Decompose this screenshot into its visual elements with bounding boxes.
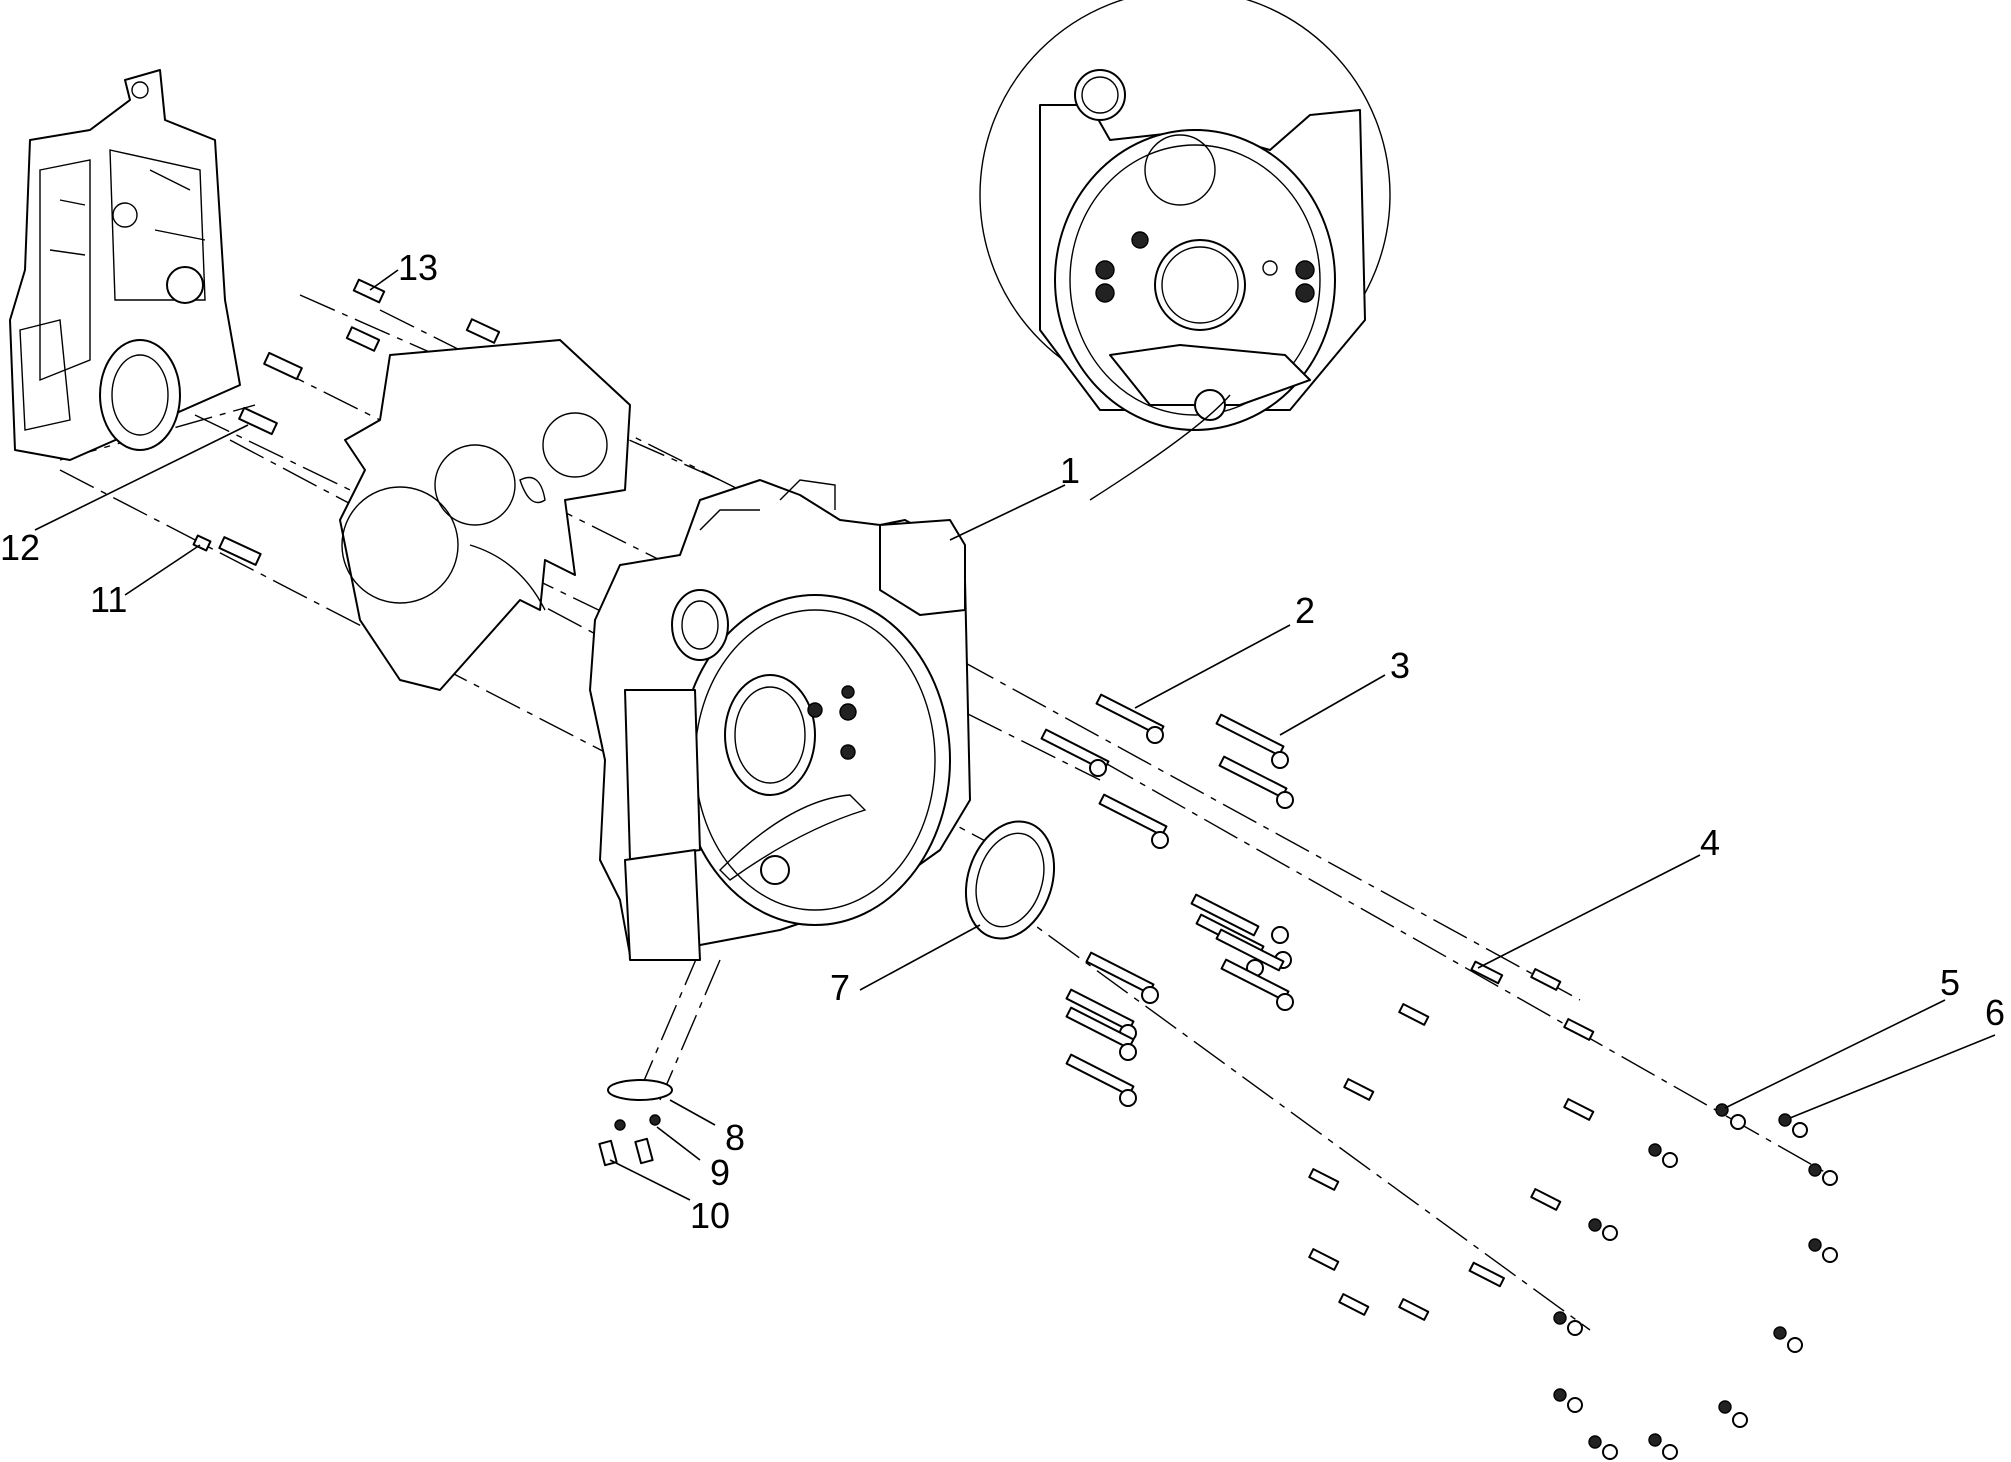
callout-5: 5 <box>1940 962 1960 1003</box>
callout-labels: 1 2 3 4 5 6 7 8 9 10 11 12 13 <box>0 247 2005 1236</box>
cover-plate-part-8 <box>598 1079 673 1167</box>
seal-ring-part-7 <box>964 820 1056 940</box>
callout-4: 4 <box>1700 822 1720 863</box>
callout-13: 13 <box>398 247 438 288</box>
gasket-plate <box>339 339 631 691</box>
callout-8: 8 <box>725 1117 745 1158</box>
bolts-group <box>192 278 1595 1321</box>
callout-3: 3 <box>1390 645 1410 686</box>
flywheel-housing-part-1 <box>589 479 971 961</box>
callout-12: 12 <box>0 527 40 568</box>
callout-10: 10 <box>690 1195 730 1236</box>
timing-cover-part-12 <box>9 69 241 461</box>
callout-leaders <box>34 269 1996 1201</box>
callout-1: 1 <box>1060 450 1080 491</box>
callout-11: 11 <box>90 579 127 620</box>
callout-7: 7 <box>830 967 850 1008</box>
detail-view-circle <box>979 0 1391 501</box>
callout-2: 2 <box>1295 590 1315 631</box>
callout-6: 6 <box>1985 992 2005 1033</box>
callout-9: 9 <box>710 1152 730 1193</box>
nuts-group <box>1553 1103 1838 1460</box>
